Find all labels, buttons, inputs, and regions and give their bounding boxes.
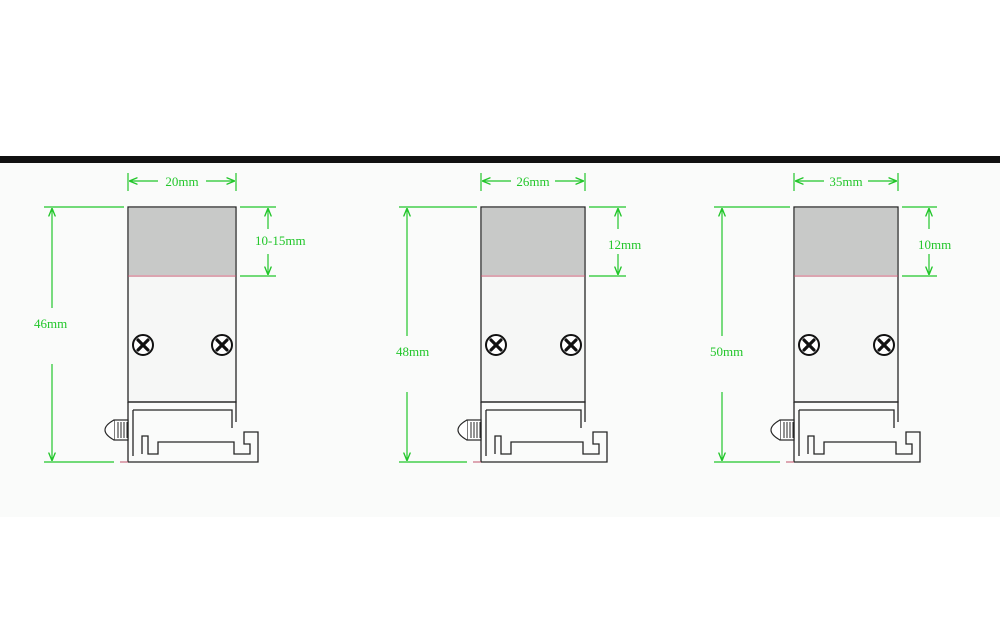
screw-right-icon bbox=[560, 334, 582, 356]
cap-region bbox=[795, 208, 897, 275]
adjust-screw-knob bbox=[457, 419, 468, 441]
height-dimension-label: 50mm bbox=[710, 344, 743, 359]
height-dimension-label: 48mm bbox=[396, 344, 429, 359]
base-rail bbox=[128, 431, 259, 463]
cap-region bbox=[482, 208, 584, 275]
drawing-c: 35mm 50mm 10mm bbox=[710, 173, 951, 463]
cap-dimension-label: 10-15mm bbox=[255, 233, 306, 248]
width-dimension-label: 35mm bbox=[829, 174, 862, 189]
base-rail bbox=[481, 431, 608, 463]
drawing-b: 26mm 48mm 12mm bbox=[396, 173, 641, 463]
width-dimension-label: 26mm bbox=[516, 174, 549, 189]
screw-left-icon bbox=[132, 334, 154, 356]
screw-slot bbox=[877, 338, 891, 352]
screw-slot bbox=[136, 338, 150, 352]
lower-jaw-inner bbox=[485, 409, 582, 456]
drawing-a: 20mm 46mm 10-15mm bbox=[34, 173, 306, 463]
cap-dimension-label: 12mm bbox=[608, 237, 641, 252]
cap-region bbox=[129, 208, 235, 275]
adjust-screw-knob bbox=[770, 419, 781, 441]
adjust-screw-knob bbox=[104, 419, 115, 441]
width-dimension-label: 20mm bbox=[165, 174, 198, 189]
top-border-bar bbox=[0, 156, 1000, 163]
screw-left-icon bbox=[798, 334, 820, 356]
lower-jaw-inner bbox=[132, 409, 233, 456]
screw-slot bbox=[802, 338, 816, 352]
lower-jaw-inner bbox=[798, 409, 895, 456]
screw-slot bbox=[215, 338, 229, 352]
height-dimension-label: 46mm bbox=[34, 316, 67, 331]
drawings-layer: 20mm 46mm 10-15mm 26mm 48mm 12mm 35mm 50mm 10mm bbox=[34, 173, 951, 463]
screw-right-icon bbox=[873, 334, 895, 356]
cap-dimension-label: 10mm bbox=[918, 237, 951, 252]
screw-right-icon bbox=[211, 334, 233, 356]
screw-left-icon bbox=[485, 334, 507, 356]
base-rail bbox=[794, 431, 921, 463]
screw-slot bbox=[489, 338, 503, 352]
screw-slot bbox=[564, 338, 578, 352]
